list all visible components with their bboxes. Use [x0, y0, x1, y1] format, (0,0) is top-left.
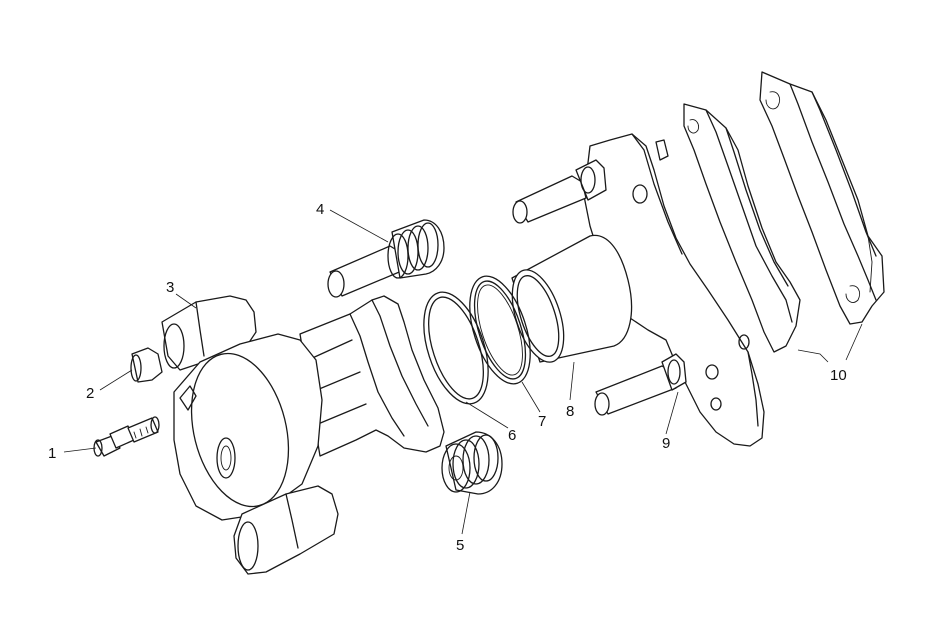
callout-2: 2: [86, 385, 94, 402]
brake-pad-outer: [759, 71, 885, 325]
callout-8: 8: [566, 403, 574, 420]
dust-seal: [423, 291, 489, 405]
callout-6: 6: [508, 427, 516, 444]
callout-1: 1: [48, 445, 56, 462]
callout-5: 5: [456, 537, 464, 554]
callout-10: 10: [830, 367, 847, 384]
callout-9: 9: [662, 435, 670, 452]
bleeder-screw: [93, 416, 160, 457]
piston-seal: [469, 275, 531, 385]
slide-pin-with-boot: [327, 219, 445, 298]
caliper-body: [161, 295, 445, 575]
lower-boot: [441, 431, 503, 495]
callout-4: 4: [316, 201, 324, 218]
piston: [511, 234, 633, 363]
leader-lines: [63, 209, 863, 535]
brake-pad-inner: [683, 103, 801, 353]
callout-labels: 1 2 3 4 5 6 7 8 9 10: [48, 201, 847, 554]
guide-pin-lower: [594, 353, 687, 416]
callout-3: 3: [166, 279, 174, 296]
callout-7: 7: [538, 413, 546, 430]
bleeder-cap: [130, 347, 163, 383]
guide-pin-upper: [512, 139, 669, 224]
